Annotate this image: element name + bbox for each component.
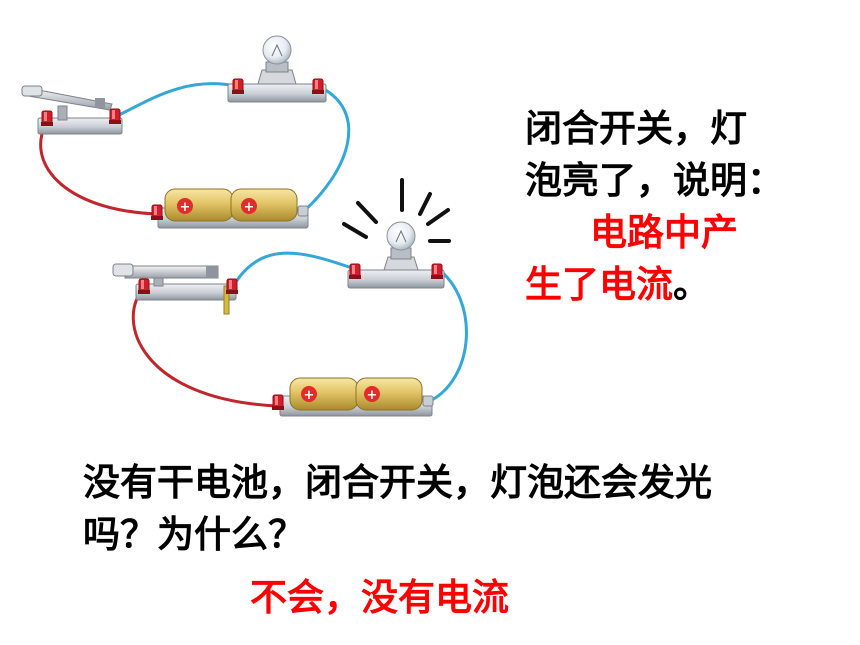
blue-wire-2b xyxy=(427,266,468,404)
statement-answer-part-1: 电路中产 xyxy=(590,211,738,254)
svg-text:+: + xyxy=(180,200,191,215)
blue-wire-2a xyxy=(230,251,353,289)
battery-icon: + + xyxy=(271,377,434,417)
red-wire-1 xyxy=(39,121,158,216)
terminal-icon xyxy=(137,278,151,295)
question-answer: 不会，没有电流 xyxy=(250,576,509,619)
statement-period: 。 xyxy=(673,263,710,306)
terminal-icon xyxy=(150,204,164,221)
statement-line-2: 泡亮了，说明： xyxy=(525,159,784,202)
blue-wire-1b xyxy=(301,84,351,214)
knife-switch-icon xyxy=(21,85,123,135)
terminal-icon xyxy=(40,110,54,127)
question-line-1: 没有干电池，闭合开关，灯泡还会发光 xyxy=(83,461,712,504)
light-bulb-icon xyxy=(227,35,327,103)
terminal-icon xyxy=(348,263,362,280)
terminal-icon xyxy=(311,78,325,95)
terminal-icon xyxy=(108,108,122,125)
statement-answer-part-2: 生了电流 xyxy=(525,263,673,306)
terminal-icon xyxy=(225,278,239,295)
statement-line-4: 生了电流。 xyxy=(525,259,710,311)
svg-text:+: + xyxy=(244,200,255,215)
terminal-icon xyxy=(231,78,245,95)
light-bulb-icon xyxy=(347,221,445,289)
terminal-icon xyxy=(271,394,285,411)
terminal-icon xyxy=(430,263,444,280)
svg-text:+: + xyxy=(367,388,378,403)
svg-text:+: + xyxy=(304,388,315,403)
blue-wire-1a xyxy=(114,82,237,119)
battery-icon: + + xyxy=(150,188,309,229)
knife-switch-icon xyxy=(112,263,239,315)
statement-line-1: 闭合开关，灯 xyxy=(525,107,747,150)
light-ray-icon xyxy=(342,178,451,243)
question-line-2: 吗？为什么？ xyxy=(83,513,305,556)
red-wire-2 xyxy=(131,286,279,408)
